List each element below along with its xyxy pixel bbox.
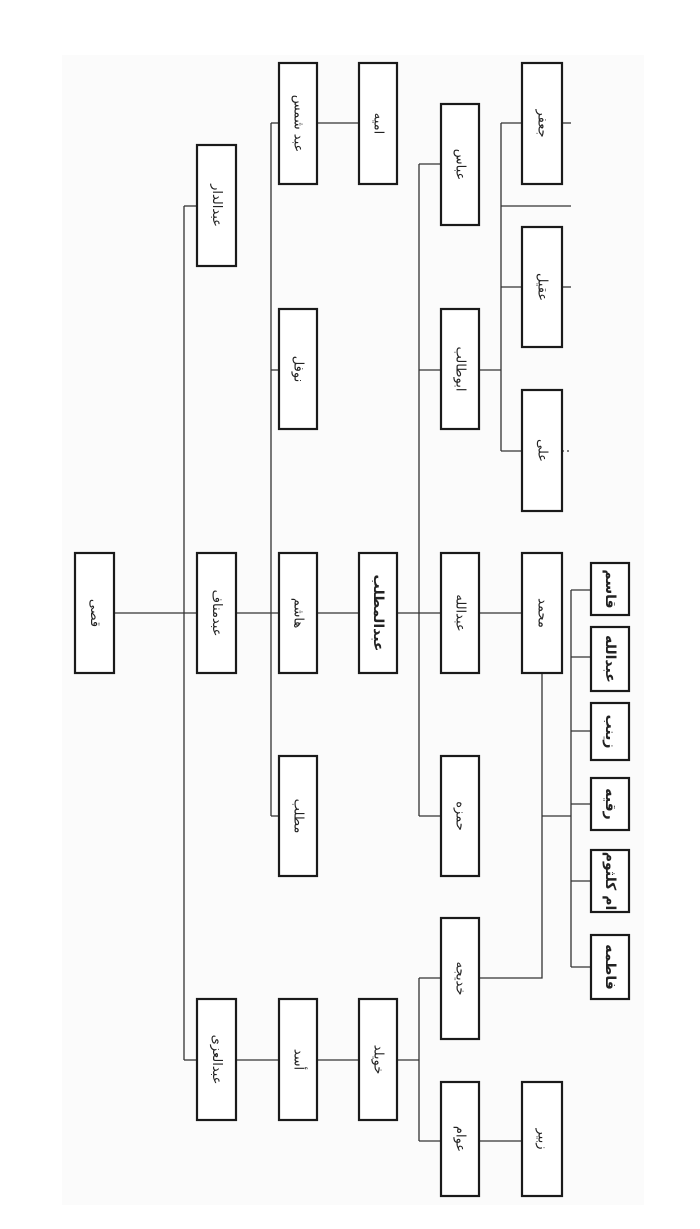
node-box <box>439 551 481 675</box>
node-box <box>195 997 238 1122</box>
node-label: ابوطالب <box>453 347 468 392</box>
node-label: محمد <box>535 598 550 628</box>
node-box <box>520 225 564 349</box>
node-abdmanaf: عبدمناف <box>195 551 238 675</box>
node-hashim: هاشم <box>277 551 319 675</box>
node-label: مطلب <box>291 799 306 834</box>
node-label: زبیر <box>535 1128 550 1150</box>
node-label: رقیه <box>602 788 618 819</box>
node-fatima: فاطمه <box>589 933 631 1001</box>
node-abbas: عباس <box>439 102 481 227</box>
node-abdaldar: عبدالدار <box>195 143 238 268</box>
node-label: عبدالدار <box>209 183 224 227</box>
node-abdullah: عبدالله <box>439 551 481 675</box>
node-zubayr: زبیر <box>520 1080 564 1198</box>
node-zaynab: زینب <box>589 701 631 762</box>
node-box <box>439 102 481 227</box>
node-label: عبدالله <box>453 594 468 631</box>
node-hamza: حمزه <box>439 754 481 878</box>
node-label: عبد شمس <box>291 95 306 153</box>
node-label: زینب <box>602 715 618 749</box>
node-label: عوام <box>453 1126 468 1152</box>
node-box <box>277 997 319 1122</box>
node-qasim: قاسم <box>589 561 631 617</box>
node-box <box>277 307 319 431</box>
node-box <box>195 551 238 675</box>
node-label: خویلد <box>371 1045 386 1075</box>
node-ummkulthum: ام کلثوم <box>589 848 631 914</box>
connector-line <box>479 673 543 979</box>
node-label: ام کلثوم <box>602 852 618 911</box>
node-box <box>277 551 319 675</box>
node-ali: علی <box>520 388 564 513</box>
node-nawfal: نوفل <box>277 307 319 431</box>
node-box <box>589 625 631 693</box>
node-box <box>357 61 399 186</box>
node-box <box>520 388 564 513</box>
node-label: حمزه <box>453 801 468 831</box>
node-jafar: جعفر <box>520 61 564 186</box>
node-label: عبدالله <box>602 635 618 683</box>
node-label: عبدمناف <box>209 590 224 637</box>
node-box <box>520 1080 564 1198</box>
node-muttalib: مطلب <box>277 754 319 878</box>
node-qusay: قصی <box>73 551 116 675</box>
node-asad: أسد <box>277 997 319 1122</box>
nodes: قصی عبدالدار عبدمناف عبدالعزی عبد شمس نوفل هاش… <box>73 61 631 1198</box>
node-box <box>589 776 631 832</box>
node-label: علی <box>535 439 550 462</box>
node-khadija: خدیجه <box>439 916 481 1041</box>
node-label: هاشم <box>291 598 306 629</box>
node-label: فاطمه <box>602 944 618 990</box>
node-label: خدیجه <box>453 962 468 996</box>
node-label: عباس <box>453 149 468 181</box>
node-aqil: عقیل <box>520 225 564 349</box>
node-box <box>439 754 481 878</box>
node-box <box>589 701 631 762</box>
node-label: قصی <box>87 599 102 627</box>
node-abdaluzza: عبدالعزی <box>195 997 238 1122</box>
node-label: قاسم <box>602 569 618 608</box>
connector-lines <box>114 122 591 1142</box>
node-box <box>439 916 481 1041</box>
node-box <box>277 61 319 186</box>
node-box <box>357 551 399 675</box>
node-label: امیه <box>371 113 386 134</box>
node-label: جعفر <box>535 108 550 137</box>
node-label: عبدالمطلب <box>370 575 386 652</box>
node-label: عبدالعزی <box>209 1035 224 1085</box>
node-label: نوفل <box>291 356 306 382</box>
node-awwam: عوام <box>439 1080 481 1198</box>
node-ruqayya: رقیه <box>589 776 631 832</box>
node-box <box>520 61 564 186</box>
node-box <box>357 997 399 1122</box>
node-box <box>195 143 238 268</box>
node-box <box>73 551 116 675</box>
node-umayya: امیه <box>357 61 399 186</box>
node-box <box>277 754 319 878</box>
node-abdullah2: عبدالله <box>589 625 631 693</box>
node-khuwaylid: خویلد <box>357 997 399 1122</box>
node-box <box>439 307 481 431</box>
node-label: أسد <box>291 1049 308 1070</box>
node-abutalib: ابوطالب <box>439 307 481 431</box>
node-box <box>589 848 631 914</box>
node-box <box>439 1080 481 1198</box>
node-box <box>589 561 631 617</box>
node-box <box>520 551 564 675</box>
node-label: عقیل <box>535 273 550 301</box>
node-box <box>589 933 631 1001</box>
node-abdshams: عبد شمس <box>277 61 319 186</box>
node-abdalmuttalib: عبدالمطلب <box>357 551 399 675</box>
node-muhammad: محمد <box>520 551 564 675</box>
